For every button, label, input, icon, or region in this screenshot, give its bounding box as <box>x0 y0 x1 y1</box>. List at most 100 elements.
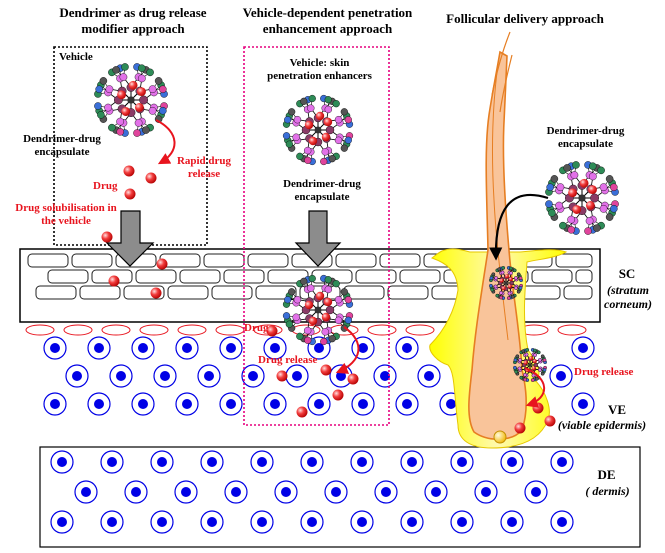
dendrimer-skin-2 <box>282 274 354 346</box>
dendrimer-follicular <box>545 161 619 235</box>
skin-cell <box>74 480 98 504</box>
drug-release-label-3: Drug release <box>574 366 634 378</box>
layer-sc-abbr: SC <box>618 266 636 281</box>
skin-cell <box>450 450 474 474</box>
drug-molecule <box>156 258 168 270</box>
skin-cell <box>351 392 375 416</box>
header-approach-3: Follicular delivery approach <box>446 11 604 26</box>
skin-cell <box>43 392 67 416</box>
skin-cell <box>200 510 224 534</box>
skin-cell <box>373 364 397 388</box>
to-follicle-arrow <box>489 193 549 261</box>
skin-cell <box>500 450 524 474</box>
skin-cell <box>124 480 148 504</box>
skin-cell <box>350 450 374 474</box>
drug-molecule <box>320 364 332 376</box>
layer-de-name: ( dermis) <box>585 484 630 498</box>
drug-molecule <box>145 172 157 184</box>
skin-cell <box>219 392 243 416</box>
skin-cell <box>263 336 287 360</box>
drug-release-label-2: Drug release <box>258 354 318 366</box>
skin-cell <box>374 480 398 504</box>
skin-cell <box>350 510 374 534</box>
drug-molecule <box>347 373 359 385</box>
drug-molecule <box>332 389 344 401</box>
drug-molecule <box>101 231 113 243</box>
dendrimer-follicle-1 <box>489 266 523 300</box>
skin-cell <box>424 480 448 504</box>
encapsulate-label-3: Dendrimer-drug encapsulate <box>546 125 625 151</box>
skin-cell <box>100 450 124 474</box>
skin-cell <box>571 336 595 360</box>
drug-molecule <box>544 415 556 427</box>
drug-molecule <box>532 402 544 414</box>
vehicle-box-2 <box>243 46 390 426</box>
skin-cell <box>109 364 133 388</box>
skin-cell <box>324 480 348 504</box>
skin-cell <box>50 510 74 534</box>
skin-cell <box>87 336 111 360</box>
skin-cell <box>417 364 441 388</box>
skin-cell <box>395 336 419 360</box>
skin-cell <box>351 336 375 360</box>
vehicle-box-1 <box>53 46 208 246</box>
skin-cell <box>300 450 324 474</box>
skin-cell <box>500 510 524 534</box>
layer-ve-name: (viable epidermis) <box>557 418 647 432</box>
skin-cell <box>153 364 177 388</box>
vehicle-label-2: Vehicle: skin penetration enhancers <box>267 57 372 83</box>
skin-cell <box>250 510 274 534</box>
penetration-arrow-1 <box>105 210 155 267</box>
skin-cell <box>65 364 89 388</box>
skin-cell <box>150 450 174 474</box>
skin-cell <box>100 510 124 534</box>
drug-molecule <box>150 287 162 299</box>
hair-follicle <box>429 31 568 449</box>
rapid-release-label: Rapid drug release <box>176 155 232 181</box>
skin-cells <box>43 336 595 534</box>
skin-cell <box>50 450 74 474</box>
skin-cell <box>400 510 424 534</box>
skin-cell <box>395 392 419 416</box>
skin-cell <box>175 336 199 360</box>
encapsulate-label-1: Dendrimer-drug encapsulate <box>23 133 101 159</box>
skin-cell <box>174 480 198 504</box>
skin-cell <box>285 364 309 388</box>
drug-release-arrow-3 <box>524 367 546 408</box>
vehicle-label-1: Vehicle <box>59 51 93 63</box>
drug-molecule-gold <box>493 430 507 444</box>
header-approach-1: Dendrimer as drug release modifier appro… <box>59 5 207 36</box>
rapid-release-arrow <box>155 119 176 165</box>
skin-cell <box>450 510 474 534</box>
skin-cell <box>131 336 155 360</box>
skin-cell <box>571 392 595 416</box>
skin-cell <box>274 480 298 504</box>
skin-cell <box>200 450 224 474</box>
drug-molecule <box>276 370 288 382</box>
layer-ve-abbr: VE <box>607 402 627 417</box>
skin-cell <box>43 336 67 360</box>
dendrimer-vehicle-2 <box>282 94 354 166</box>
skin-cell <box>250 450 274 474</box>
skin-cell <box>400 450 424 474</box>
layer-de-abbr: DE <box>597 467 616 482</box>
skin-cell <box>550 450 574 474</box>
drug-label-2: Drug <box>244 322 269 334</box>
skin-cell <box>219 336 243 360</box>
drug-molecule <box>123 165 135 177</box>
drug-molecule <box>296 406 308 418</box>
encapsulate-label-2: Dendrimer-drug encapsulate <box>283 178 361 204</box>
skin-cell <box>175 392 199 416</box>
skin-cell <box>549 364 573 388</box>
skin-cell <box>550 510 574 534</box>
drug-molecule <box>266 325 278 337</box>
skin-cell <box>307 392 331 416</box>
skin-cell <box>241 364 265 388</box>
solubilisation-label: Drug solubilisation in the vehicle <box>15 202 117 228</box>
drug-molecule <box>124 188 136 200</box>
drug-label-1: Drug <box>93 180 118 192</box>
skin-cell <box>224 480 248 504</box>
dendrimer-vehicle-1 <box>94 63 168 137</box>
drug-molecule <box>108 275 120 287</box>
penetration-arrow-2 <box>294 210 342 267</box>
